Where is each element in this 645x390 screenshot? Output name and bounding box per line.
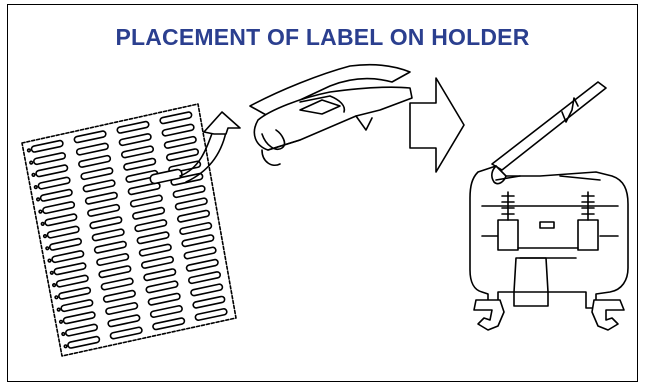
sheet-hole	[51, 272, 54, 275]
label-sheet-icon	[22, 104, 236, 356]
process-arrow-icon	[410, 78, 464, 172]
label-slot	[186, 259, 219, 272]
label-slot	[56, 275, 89, 288]
label-slot	[123, 158, 156, 171]
label-slot	[144, 268, 177, 281]
label-slot	[195, 308, 228, 321]
label-slot	[110, 327, 143, 340]
pick-arrow-icon	[180, 112, 240, 182]
label-slot	[164, 136, 197, 149]
label-slot	[130, 195, 163, 208]
sheet-hole	[48, 259, 51, 262]
label-slot	[193, 296, 226, 309]
label-slot	[36, 165, 69, 178]
sheet-hole	[57, 308, 60, 311]
label-slot	[101, 278, 134, 291]
label-slot	[139, 244, 172, 257]
sheet-hole	[32, 174, 35, 177]
label-slot	[182, 234, 215, 247]
label-slot	[179, 222, 212, 235]
sheet-hole	[55, 296, 58, 299]
label-slot	[65, 324, 98, 337]
sheet-hole	[35, 186, 38, 189]
label-slot	[103, 290, 136, 303]
label-slot	[87, 204, 120, 217]
sheet-hole	[53, 284, 56, 287]
label-slot	[83, 180, 116, 193]
sheet-hole	[41, 223, 44, 226]
label-slot	[128, 182, 161, 195]
sheet-hole	[44, 235, 47, 238]
label-slot	[175, 198, 208, 211]
label-slot	[33, 152, 66, 165]
label-slot	[42, 201, 75, 214]
label-slot	[141, 256, 174, 269]
label-slot	[67, 336, 100, 349]
label-slot	[190, 284, 223, 297]
label-slot	[74, 131, 107, 144]
label-slot	[38, 177, 71, 190]
label-slot	[146, 281, 179, 294]
label-slot	[160, 112, 193, 125]
label-slot	[40, 189, 73, 202]
label-slot	[78, 155, 111, 168]
sheet-hole	[37, 198, 40, 201]
label-slot	[76, 143, 109, 156]
label-slot	[45, 214, 78, 227]
label-slot	[54, 263, 87, 276]
sheet-hole	[30, 161, 33, 164]
label-slot	[188, 271, 221, 284]
label-slot	[150, 305, 183, 318]
label-slot	[52, 250, 85, 263]
sheet-hole	[62, 333, 65, 336]
label-holder-profile-icon	[470, 82, 628, 330]
label-slot	[94, 241, 127, 254]
label-slot	[184, 247, 217, 260]
label-slot	[166, 148, 199, 161]
label-slot	[135, 219, 168, 232]
label-slot	[85, 192, 118, 205]
label-slot	[81, 167, 114, 180]
sheet-hole	[39, 210, 42, 213]
label-slot	[105, 302, 138, 315]
label-slot	[152, 318, 185, 331]
label-slot	[99, 265, 132, 278]
label-slot	[177, 210, 210, 223]
label-slot	[61, 299, 94, 312]
sheet-hole	[46, 247, 49, 250]
label-slot	[63, 312, 96, 325]
label-slot	[58, 287, 91, 300]
label-slot	[31, 140, 64, 153]
label-slot	[162, 124, 195, 137]
label-slot	[121, 146, 154, 159]
label-slot	[92, 229, 125, 242]
label-slot	[90, 216, 123, 229]
label-strip-icon	[250, 65, 412, 166]
label-slot	[119, 133, 152, 146]
label-slot	[96, 253, 129, 266]
sheet-hole	[60, 321, 63, 324]
label-slot	[173, 185, 206, 198]
label-slot	[132, 207, 165, 220]
label-slot	[148, 293, 181, 306]
label-slot	[137, 232, 170, 245]
label-slot	[117, 121, 150, 134]
sheet-hole	[64, 345, 67, 348]
label-slot	[47, 226, 80, 239]
label-slot	[49, 238, 82, 251]
sheet-hole	[28, 149, 31, 152]
label-slot	[108, 315, 141, 328]
